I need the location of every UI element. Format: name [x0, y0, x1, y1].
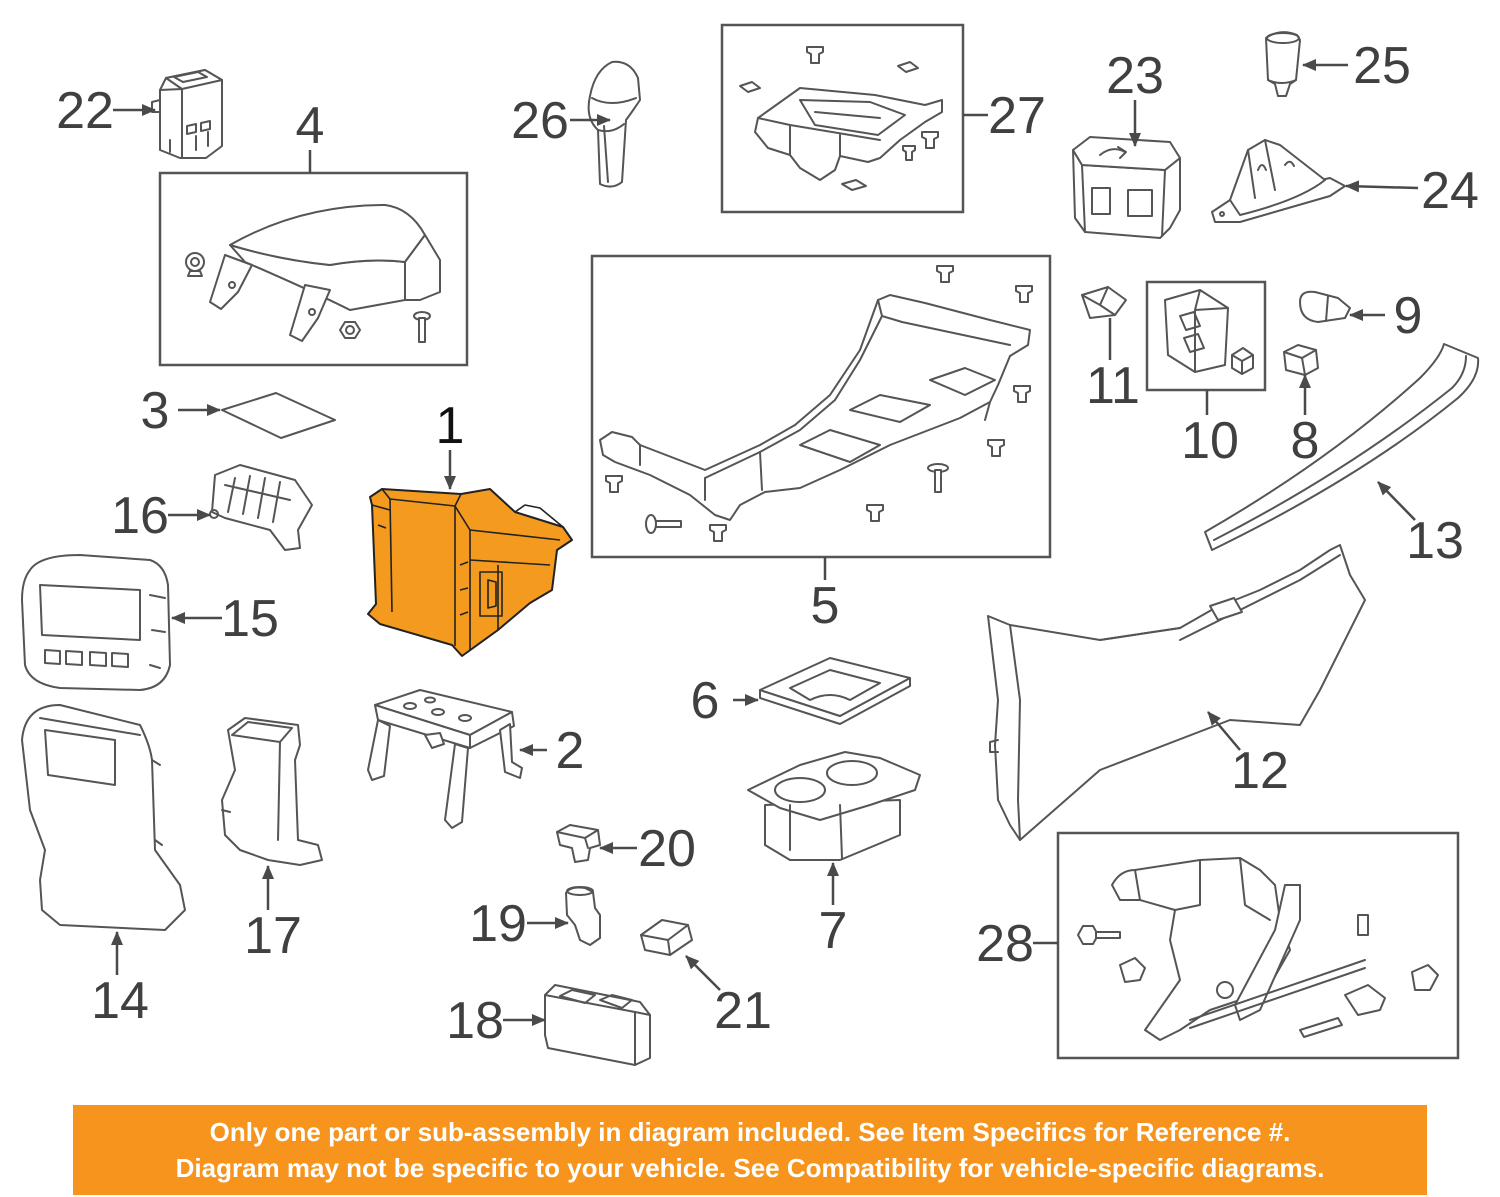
callout-21-leader [685, 955, 721, 991]
callout-17-label: 17 [244, 907, 302, 965]
callout-7-label: 7 [819, 902, 848, 960]
part-9-drawing [1299, 290, 1351, 323]
part-5-drawing [590, 254, 1052, 559]
callout-11-label: 11 [1086, 357, 1140, 415]
callout-12-leader [1207, 711, 1241, 751]
callout-13-leader [1377, 481, 1416, 521]
callout-23-label: 23 [1106, 47, 1164, 105]
part-14-drawing [21, 704, 186, 931]
callout-9-label: 9 [1394, 287, 1423, 345]
callout-18-label: 18 [446, 992, 504, 1050]
part-27-drawing [720, 23, 965, 214]
callout-24-label: 24 [1421, 162, 1479, 220]
part-20-drawing [556, 824, 601, 863]
part-4-drawing [158, 171, 469, 367]
callout-2-label: 2 [556, 722, 585, 780]
part-17-drawing [221, 717, 323, 866]
callout-28-label: 28 [976, 915, 1034, 973]
callout-4-label: 4 [296, 97, 325, 155]
part-10-drawing [1145, 280, 1267, 392]
callout-labels: 1 2 3 4 5 6 7 8 9 10 11 12 13 14 15 16 1… [56, 37, 1479, 1050]
part-7-drawing [747, 751, 921, 861]
part-15-drawing [21, 554, 171, 691]
callout-21-label: 21 [714, 982, 772, 1040]
part-26-drawing [587, 60, 641, 188]
callout-6-label: 6 [691, 672, 720, 730]
callout-16-label: 16 [111, 487, 169, 545]
callout-5-label: 5 [811, 577, 840, 635]
callout-15-label: 15 [221, 590, 279, 648]
callout-12-label: 12 [1231, 742, 1289, 800]
part-18-drawing [544, 984, 651, 1066]
part-8-drawing [1283, 344, 1319, 376]
callout-8-label: 8 [1291, 412, 1320, 470]
callout-13-label: 13 [1406, 512, 1464, 570]
disclaimer-line-1: Only one part or sub-assembly in diagram… [209, 1117, 1291, 1147]
part-21-drawing [640, 919, 693, 956]
callout-25-label: 25 [1353, 37, 1411, 95]
part-2-drawing [367, 689, 523, 829]
part-19-drawing [565, 886, 601, 946]
part-12-drawing [987, 544, 1366, 841]
part-13-drawing [1204, 343, 1480, 551]
callout-10-label: 10 [1181, 412, 1239, 470]
part-22-drawing [151, 69, 223, 159]
part-24-drawing [1211, 139, 1346, 223]
callout-27-label: 27 [988, 87, 1046, 145]
callout-14-label: 14 [91, 972, 149, 1030]
callout-20-label: 20 [638, 820, 696, 878]
part-6-drawing [759, 657, 911, 725]
callout-19-label: 19 [469, 895, 527, 953]
part-28-drawing [1056, 831, 1460, 1060]
callout-3-label: 3 [141, 382, 170, 440]
part-16-drawing [209, 464, 313, 551]
leader-lines [111, 59, 1419, 1026]
disclaimer-line-2: Diagram may not be specific to your vehi… [175, 1153, 1325, 1183]
callout-22-label: 22 [56, 82, 114, 140]
part-11-drawing [1081, 286, 1127, 319]
part-3-drawing [221, 392, 336, 439]
callout-1-label: 1 [436, 397, 465, 455]
part-23-drawing [1072, 136, 1181, 239]
parts-diagram: 1 2 3 4 5 6 7 8 9 10 11 12 13 14 15 16 1… [21, 23, 1480, 1066]
callout-26-label: 26 [511, 92, 569, 150]
part-25-drawing [1265, 31, 1301, 97]
disclaimer-banner: Only one part or sub-assembly in diagram… [73, 1105, 1427, 1195]
callout-24-leader [1345, 180, 1419, 193]
part-1-drawing [367, 488, 573, 657]
